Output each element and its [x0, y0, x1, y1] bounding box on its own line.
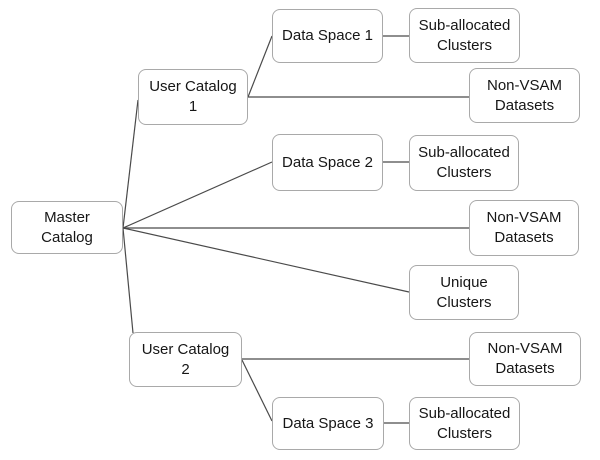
node-sub-allocated-clusters-3: Sub-allocated Clusters — [409, 397, 520, 450]
connector-master-ds2 — [122, 161, 273, 229]
node-data-space-3: Data Space 3 — [272, 397, 384, 450]
node-non-vsam-datasets-1: Non-VSAM Datasets — [469, 68, 580, 123]
node-sub-allocated-clusters-1: Sub-allocated Clusters — [409, 8, 520, 63]
node-user-catalog-2: User Catalog 2 — [129, 332, 242, 387]
node-non-vsam-datasets-3: Non-VSAM Datasets — [469, 332, 581, 386]
node-sub-allocated-clusters-2: Sub-allocated Clusters — [409, 135, 519, 191]
connector-master-uc1 — [122, 99, 139, 229]
connector-master-unique — [122, 227, 410, 293]
connector-master-uc2 — [122, 227, 134, 334]
node-master-catalog: Master Catalog — [11, 201, 123, 254]
node-data-space-2: Data Space 2 — [272, 134, 383, 191]
connector-uc1-ds1 — [247, 35, 273, 98]
node-user-catalog-1: User Catalog 1 — [138, 69, 248, 125]
node-unique-clusters: Unique Clusters — [409, 265, 519, 320]
node-non-vsam-datasets-2: Non-VSAM Datasets — [469, 200, 579, 256]
node-data-space-1: Data Space 1 — [272, 9, 383, 63]
connector-uc2-ds3 — [241, 359, 273, 422]
